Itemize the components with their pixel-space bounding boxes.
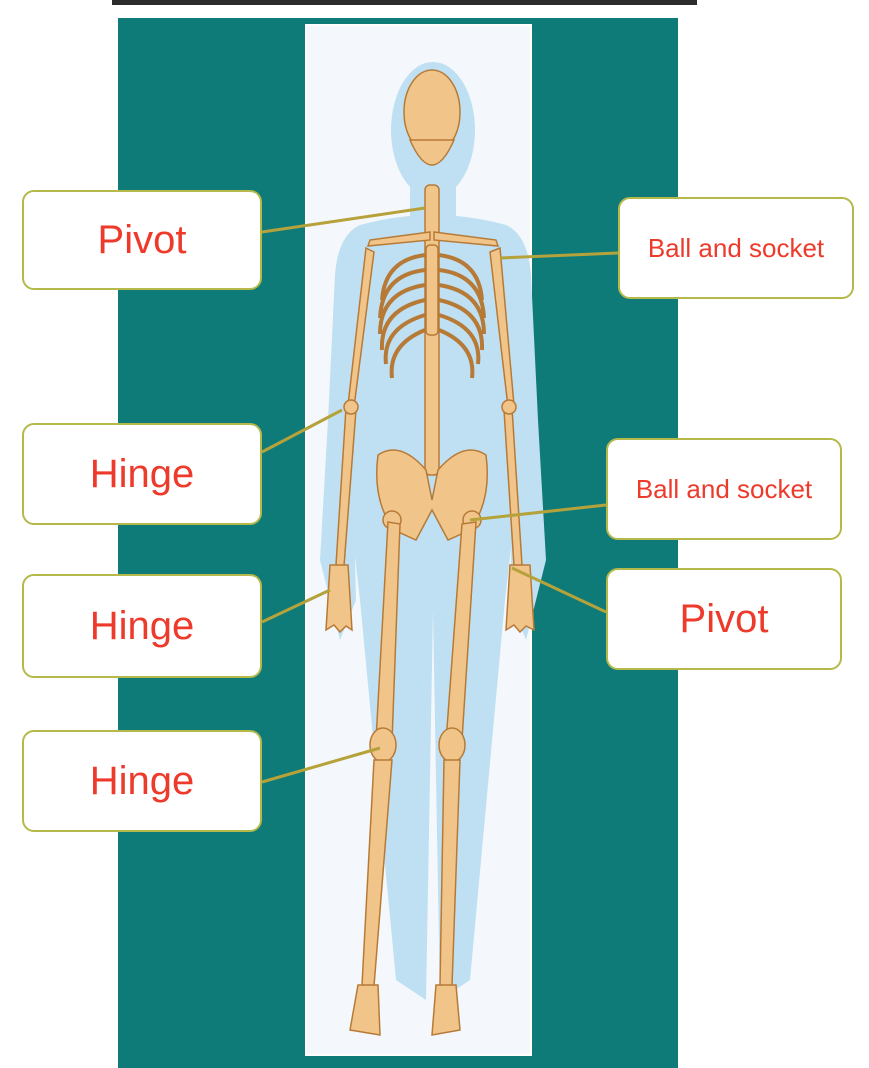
right-elbow-joint [502, 400, 516, 414]
left-knee-joint [370, 728, 396, 762]
label-knee-text: Hinge [90, 759, 195, 804]
label-neck-text: Pivot [98, 218, 187, 263]
left-elbow-joint [344, 400, 358, 414]
label-elbow-text: Hinge [90, 452, 195, 497]
leader-wrist-left [262, 590, 330, 622]
label-shoulder-text: Ball and socket [648, 233, 824, 264]
right-knee-joint [439, 728, 465, 762]
label-hip[interactable]: Ball and socket [606, 438, 842, 540]
label-wrist-right[interactable]: Pivot [606, 568, 842, 670]
label-wrist-right-text: Pivot [680, 597, 769, 642]
label-elbow[interactable]: Hinge [22, 423, 262, 525]
label-wrist-left-text: Hinge [90, 604, 195, 649]
label-neck[interactable]: Pivot [22, 190, 262, 290]
label-knee[interactable]: Hinge [22, 730, 262, 832]
leader-knee [262, 748, 380, 782]
right-foot [432, 985, 460, 1035]
label-hip-text: Ball and socket [636, 474, 812, 505]
left-hand [326, 565, 352, 632]
label-shoulder[interactable]: Ball and socket [618, 197, 854, 299]
left-foot [350, 985, 380, 1035]
label-wrist-left[interactable]: Hinge [22, 574, 262, 678]
sternum [426, 245, 438, 335]
